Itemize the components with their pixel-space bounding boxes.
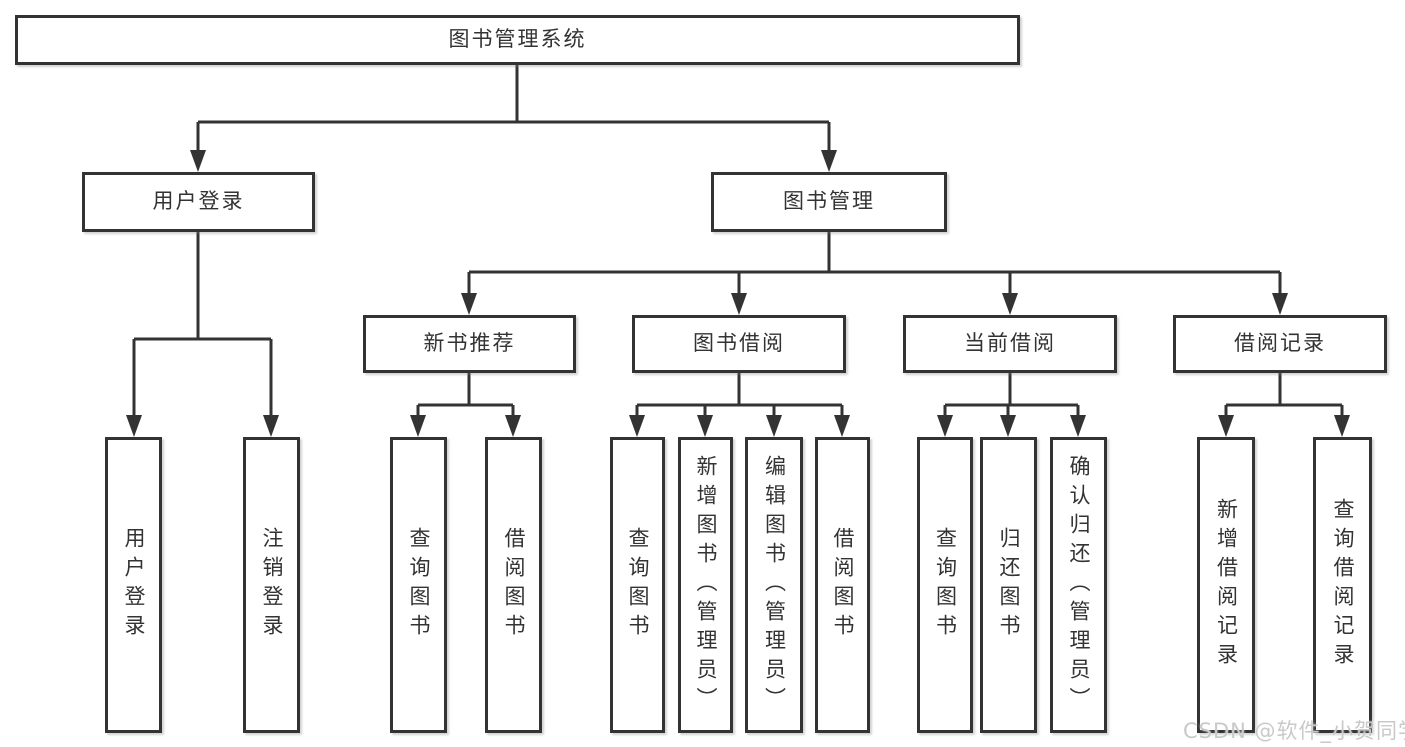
leaf-user-login: 用户登录 <box>105 437 162 733</box>
arrow-down-icon <box>731 293 747 315</box>
arrow-down-icon <box>263 415 279 437</box>
leaf-query-books-borrow: 查询图书 <box>610 437 665 733</box>
leaf-add-books-admin: 新增图书（管理员） <box>678 437 733 733</box>
arrow-down-icon <box>1272 293 1288 315</box>
leaf-label: 查询借阅记录 <box>1331 498 1355 672</box>
node-root-label: 图书管理系统 <box>448 27 587 52</box>
connector-borrow-to-leaves <box>635 373 844 423</box>
leaf-logout: 注销登录 <box>243 437 300 733</box>
csdn-watermark: CSDN @软件_小贺同学 <box>1183 719 1405 743</box>
leaf-label: 借阅图书 <box>502 527 526 643</box>
leaf-confirm-return-admin: 确认归还（管理员） <box>1050 437 1107 733</box>
leaf-label: 归还图书 <box>997 527 1021 643</box>
leaf-query-books-recommend: 查询图书 <box>390 437 447 733</box>
arrow-down-icon <box>629 415 645 437</box>
leaf-label: 借阅图书 <box>831 527 855 643</box>
leaf-label: 编辑图书（管理员） <box>762 454 787 716</box>
leaf-label: 新增借阅记录 <box>1214 498 1239 672</box>
connector-root-to-level1 <box>196 65 831 158</box>
connector-records-to-leaves <box>1224 373 1344 423</box>
arrow-down-icon <box>410 415 426 437</box>
node-book-borrow: 图书借阅 <box>632 315 846 373</box>
arrow-down-icon <box>697 415 713 437</box>
arrow-down-icon <box>821 150 837 172</box>
connector-newbooks-to-leaves <box>416 373 515 423</box>
arrow-down-icon <box>1000 415 1016 437</box>
node-book-borrow-label: 图书借阅 <box>693 331 785 356</box>
leaf-borrow-books-recommend: 借阅图书 <box>485 437 542 733</box>
leaf-label: 查询图书 <box>407 527 431 643</box>
connector-userlogin-to-leaves <box>132 232 273 423</box>
arrow-down-icon <box>937 415 953 437</box>
leaf-return-books: 归还图书 <box>980 437 1037 733</box>
node-new-book-recommend: 新书推荐 <box>363 315 576 373</box>
leaf-label: 用户登录 <box>122 527 146 643</box>
node-current-borrow: 当前借阅 <box>903 315 1117 373</box>
node-user-login-label: 用户登录 <box>152 189 245 214</box>
node-new-book-recommend-label: 新书推荐 <box>423 331 516 356</box>
leaf-borrow-books: 借阅图书 <box>815 437 870 733</box>
arrow-down-icon <box>1334 415 1350 437</box>
node-book-management: 图书管理 <box>711 172 947 232</box>
node-root: 图书管理系统 <box>15 15 1020 65</box>
leaf-label: 查询图书 <box>626 527 650 643</box>
leaf-query-borrow-record: 查询借阅记录 <box>1313 437 1372 733</box>
node-borrow-records-label: 借阅记录 <box>1234 331 1326 356</box>
leaf-label: 确认归还（管理员） <box>1067 454 1091 716</box>
connector-current-to-leaves <box>943 373 1080 423</box>
leaf-label: 新增图书（管理员） <box>694 454 718 716</box>
arrow-down-icon <box>505 415 521 437</box>
leaf-query-books-current: 查询图书 <box>917 437 973 733</box>
node-user-login: 用户登录 <box>82 172 315 232</box>
arrow-down-icon <box>766 415 782 437</box>
arrow-down-icon <box>126 415 142 437</box>
node-borrow-records: 借阅记录 <box>1173 315 1387 373</box>
arrow-down-icon <box>1218 415 1234 437</box>
leaf-add-borrow-record: 新增借阅记录 <box>1197 437 1255 733</box>
arrow-down-icon <box>461 293 477 315</box>
leaf-label: 查询图书 <box>933 527 958 643</box>
node-current-borrow-label: 当前借阅 <box>964 331 1056 356</box>
leaf-edit-books-admin: 编辑图书（管理员） <box>745 437 803 733</box>
leaf-label: 注销登录 <box>260 527 284 643</box>
arrow-down-icon <box>1002 293 1018 315</box>
arrow-down-icon <box>1070 415 1086 437</box>
arrow-down-icon <box>834 415 850 437</box>
arrow-down-icon <box>190 150 206 172</box>
node-book-management-label: 图书管理 <box>783 189 875 214</box>
connector-bookmgmt-to-level2 <box>467 232 1282 301</box>
